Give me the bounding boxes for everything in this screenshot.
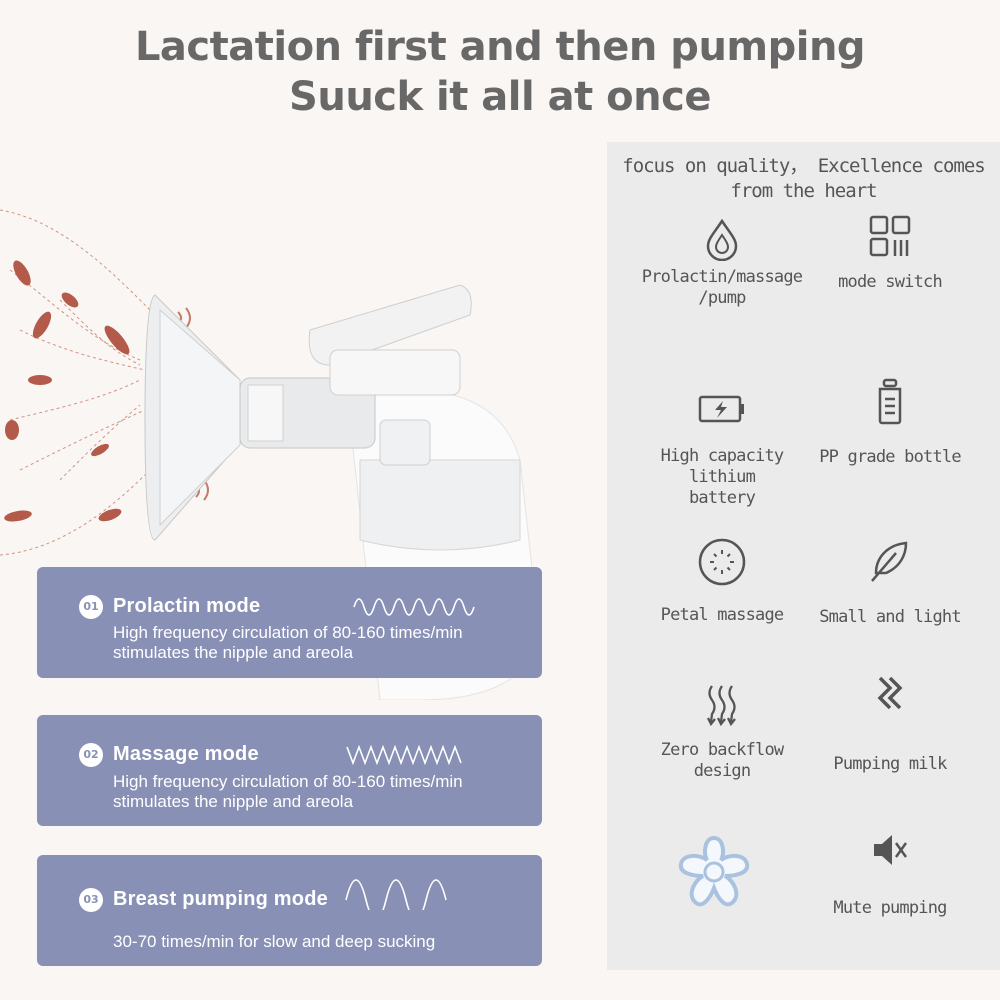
tagline-line2: from the heart bbox=[730, 180, 877, 202]
feature-label: Mute pumping bbox=[833, 898, 947, 918]
mode-title: Prolactin mode bbox=[113, 595, 261, 617]
waveform-icon bbox=[346, 744, 462, 766]
mode-card-massage: 02 Massage mode High frequency circulati… bbox=[37, 715, 542, 826]
feature-label: Zero backflow design bbox=[660, 740, 784, 781]
mute-speaker-icon bbox=[874, 835, 908, 865]
feature-small-light: Small and light bbox=[795, 537, 985, 628]
tagline-line1: focus on quality， Excellence comes bbox=[622, 155, 986, 177]
mode-card-prolactin: 01 Prolactin mode High frequency circula… bbox=[37, 567, 542, 678]
zigzag-icon bbox=[877, 676, 903, 710]
mode-title: Massage mode bbox=[113, 743, 259, 765]
feature-panel: focus on quality， Excellence comes from … bbox=[607, 142, 1000, 970]
mode-desc-line1: High frequency circulation of 80-160 tim… bbox=[113, 772, 463, 791]
headline: Lactation first and then pumping Suuck i… bbox=[0, 22, 1000, 122]
headline-line2: Suuck it all at once bbox=[289, 74, 711, 120]
feature-label: Small and light bbox=[819, 607, 961, 627]
feature-battery: High capacity lithium battery bbox=[627, 392, 817, 509]
mode-desc-line2: stimulates the nipple and areola bbox=[113, 792, 354, 811]
mode-number: 03 bbox=[79, 888, 103, 912]
water-drop-icon bbox=[706, 218, 738, 261]
feature-label: Petal massage bbox=[660, 605, 784, 625]
tagline: focus on quality， Excellence comes from … bbox=[607, 154, 1000, 204]
feature-label: Prolactin/massage /pump bbox=[641, 267, 803, 308]
feature-flower bbox=[639, 832, 789, 914]
mode-number: 01 bbox=[79, 595, 103, 619]
waveform-icon bbox=[353, 598, 475, 616]
mode-desc-line1: 30-70 times/min for slow and deep suckin… bbox=[113, 932, 436, 951]
flower-icon bbox=[678, 835, 750, 907]
mode-desc-line2: stimulates the nipple and areola bbox=[113, 643, 354, 662]
mode-card-breast-pumping: 03 Breast pumping mode 30-70 times/min f… bbox=[37, 855, 542, 966]
feature-prolactin-massage-pump: Prolactin/massage /pump bbox=[627, 217, 817, 309]
feature-mode-switch: mode switch bbox=[795, 214, 985, 293]
mode-title: Breast pumping mode bbox=[113, 888, 328, 910]
mode-number: 02 bbox=[79, 743, 103, 767]
feature-label: Pumping milk bbox=[833, 754, 947, 774]
feature-mute-pumping: Mute pumping bbox=[795, 830, 985, 919]
feature-zero-backflow: Zero backflow design bbox=[627, 682, 817, 782]
mode-desc-line1: High frequency circulation of 80-160 tim… bbox=[113, 623, 463, 642]
feature-pp-bottle: PP grade bottle bbox=[795, 377, 985, 468]
battery-icon bbox=[698, 395, 744, 423]
feather-icon bbox=[871, 541, 908, 582]
waveform-icon bbox=[345, 879, 447, 910]
petal-massage-icon bbox=[698, 538, 746, 586]
bottle-icon bbox=[878, 378, 902, 425]
wavy-arrows-icon bbox=[706, 685, 736, 726]
feature-pumping-milk: Pumping milk bbox=[795, 674, 985, 775]
headline-line1: Lactation first and then pumping bbox=[134, 24, 866, 70]
feature-petal-massage: Petal massage bbox=[627, 537, 817, 626]
feature-label: High capacity lithium battery bbox=[660, 446, 784, 508]
grid-switch-icon bbox=[869, 215, 911, 257]
feature-label: mode switch bbox=[838, 272, 943, 292]
feature-label: PP grade bottle bbox=[819, 447, 961, 467]
